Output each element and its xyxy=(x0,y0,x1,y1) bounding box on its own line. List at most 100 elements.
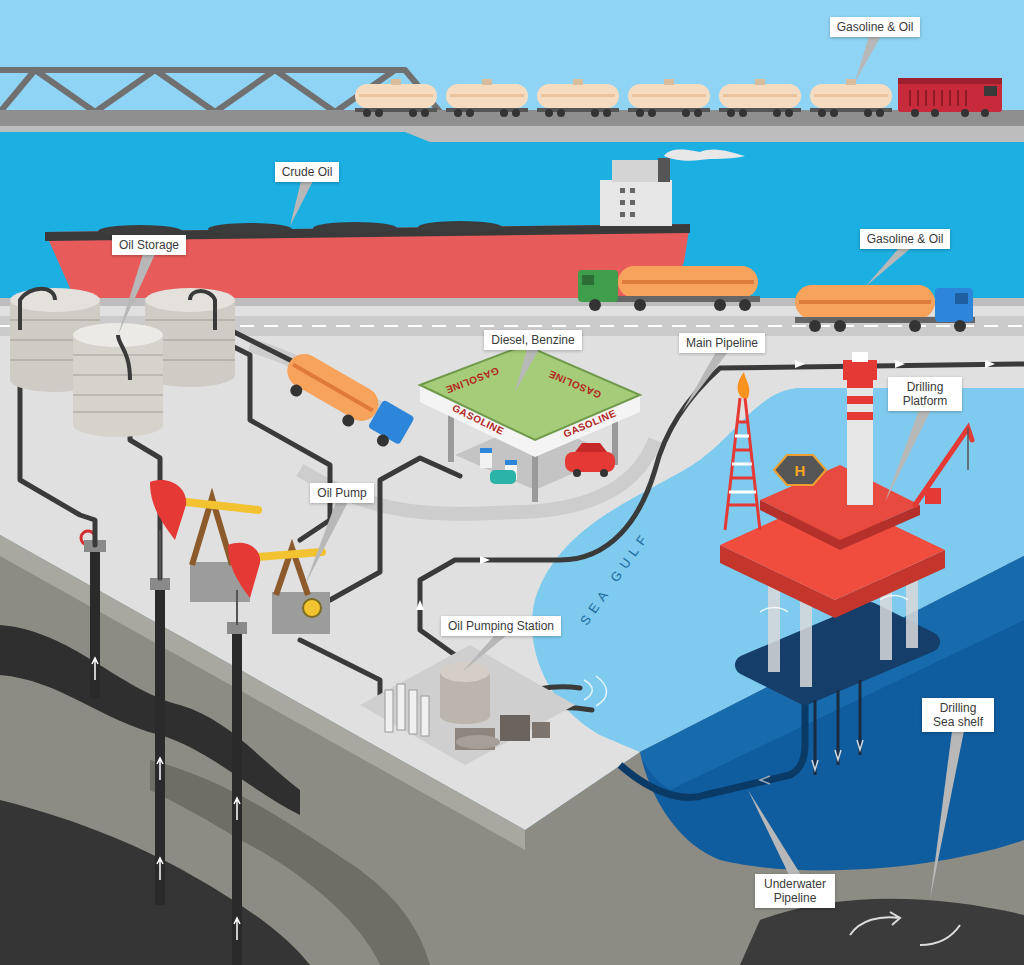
tank-car xyxy=(628,84,710,108)
wheel xyxy=(454,109,462,117)
callout-label: Crude Oil xyxy=(282,165,333,179)
tanker-ship xyxy=(208,223,292,235)
sky-and-sea xyxy=(0,0,1024,310)
storage-tanks xyxy=(73,335,163,425)
tank-train xyxy=(898,78,1002,112)
car-stripe xyxy=(723,94,797,97)
drilling-platform xyxy=(843,360,877,380)
wheel xyxy=(727,109,735,117)
pumping-station xyxy=(440,708,490,724)
tank-train xyxy=(984,86,997,96)
storage-tanks xyxy=(73,355,163,412)
flow-arrows xyxy=(795,360,805,368)
sky-and-sea xyxy=(0,125,1024,310)
tank-train xyxy=(898,78,1002,84)
wheel xyxy=(682,109,690,117)
tanker-trucks xyxy=(340,412,356,428)
tanker-trucks xyxy=(935,288,973,322)
leader-wedge xyxy=(748,790,801,875)
storage-tanks xyxy=(73,413,163,437)
tank-train xyxy=(910,90,966,106)
drilling-platform xyxy=(738,372,750,398)
callout-label: Oil Storage xyxy=(119,238,179,252)
roof-sign: GASOLINE xyxy=(444,365,500,394)
tank-train xyxy=(981,109,989,117)
gas-station xyxy=(490,470,516,484)
pumping-station xyxy=(409,690,417,734)
gas-station xyxy=(420,345,640,502)
tank-train xyxy=(931,109,939,117)
callout-box: Diesel, Benzine xyxy=(484,330,581,350)
pipelines xyxy=(20,330,1024,715)
leader-wedge xyxy=(462,635,507,672)
well-pipes xyxy=(92,658,240,940)
tanker-trucks xyxy=(834,320,846,332)
tanker-trucks xyxy=(618,266,758,298)
tanker-trucks xyxy=(288,382,304,398)
tanker-trucks xyxy=(292,363,374,412)
wheel xyxy=(466,109,474,117)
tanker-trucks xyxy=(281,348,385,427)
tanker-ship xyxy=(612,160,658,182)
callout-box: Gasoline & Oil xyxy=(830,17,921,37)
rail-bridge xyxy=(0,110,1024,126)
pumping-station xyxy=(360,645,607,765)
storage-tanks xyxy=(20,289,215,380)
roof-sign: GASOLINE xyxy=(451,403,506,437)
wheel xyxy=(421,109,429,117)
pumpjacks xyxy=(236,590,238,625)
car-stripe xyxy=(450,94,524,97)
flow-arrows xyxy=(416,600,424,610)
wheel xyxy=(830,109,838,117)
gas-station xyxy=(480,448,492,453)
leader-wedge xyxy=(885,410,931,502)
drilling-platform xyxy=(729,436,756,492)
drilling-platform xyxy=(725,398,760,530)
pumping-station xyxy=(360,645,575,765)
pumpjacks xyxy=(150,480,330,634)
car-dome xyxy=(573,79,583,85)
tanker-trucks xyxy=(809,320,821,332)
car-dome xyxy=(482,79,492,85)
leader-wedge xyxy=(515,349,539,392)
pumping-station xyxy=(421,696,429,736)
gas-station xyxy=(600,469,608,477)
storage-tanks xyxy=(10,288,235,437)
tanker-ship xyxy=(620,188,625,193)
wheel xyxy=(500,109,508,117)
pumping-station xyxy=(456,735,500,749)
wheel xyxy=(363,109,371,117)
callout-label: Gasoline & Oil xyxy=(837,20,914,34)
drilling-platform xyxy=(812,740,863,770)
callout-label: Diesel, Benzine xyxy=(491,333,574,347)
pumpjacks xyxy=(228,543,260,598)
wheel xyxy=(375,109,383,117)
tanker-trucks xyxy=(375,432,391,448)
car-stripe xyxy=(632,94,706,97)
tank-train xyxy=(961,109,969,117)
wheel xyxy=(557,109,565,117)
pumping-station xyxy=(500,715,530,741)
wheel xyxy=(785,109,793,117)
pumpjacks xyxy=(150,480,186,540)
drilling-platform xyxy=(760,596,908,613)
callout-label: Drilling Platform xyxy=(895,380,955,408)
sky-and-sea xyxy=(0,0,1024,130)
drilling-platform xyxy=(967,428,969,470)
ground-section xyxy=(850,912,960,945)
tanker-ship xyxy=(630,212,635,217)
rail-bridge xyxy=(0,126,1024,142)
callout-box: Oil Storage xyxy=(112,235,186,255)
leader-wedge xyxy=(930,731,964,900)
tanker-ship xyxy=(664,149,745,160)
sea-name: SEA GULF xyxy=(578,529,653,628)
leader-wedge xyxy=(855,36,881,82)
tanker-trucks xyxy=(954,320,966,332)
car-stripe xyxy=(359,94,433,97)
tanker-trucks xyxy=(795,285,935,319)
tank-train xyxy=(911,109,919,117)
tanker-trucks xyxy=(634,299,646,311)
drilling-platform xyxy=(847,412,873,420)
